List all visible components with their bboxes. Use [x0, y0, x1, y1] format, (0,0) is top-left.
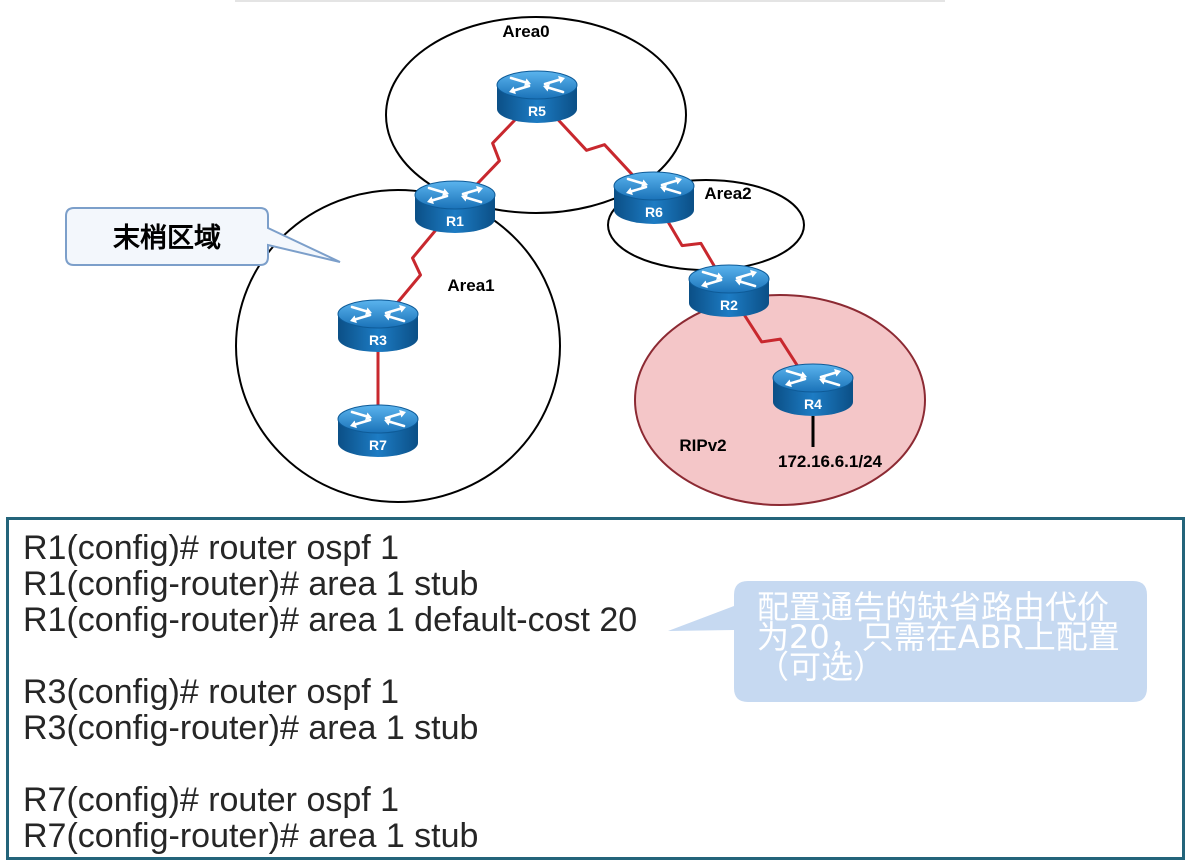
router-r5[interactable]: R5 [495, 69, 579, 125]
router-label: R5 [528, 103, 546, 119]
callout-bubble [65, 207, 341, 266]
config-line: R1(config-router)# area 1 default-cost 2… [23, 601, 638, 639]
router-r6[interactable]: R6 [612, 170, 696, 226]
config-line: R7(config)# router ospf 1 [23, 781, 400, 819]
config-line: R3(config)# router ospf 1 [23, 673, 400, 711]
config-line: R1(config)# router ospf 1 [23, 529, 400, 567]
serial-link-r1-r3 [376, 206, 457, 327]
router-r2[interactable]: R2 [687, 263, 771, 319]
router-label: R2 [720, 297, 738, 313]
stub-area-callout: 末梢区域 [65, 207, 341, 266]
router-label: R7 [369, 437, 387, 453]
config-block-r3: R3(config)# router ospf 1 R3(config-rout… [23, 674, 1182, 746]
router-r7[interactable]: R7 [336, 403, 420, 459]
router-label: R1 [446, 213, 464, 229]
note-callout-bubble [668, 581, 1147, 702]
serial-link-r2-r4 [727, 290, 815, 391]
config-line: R7(config-router)# area 1 stub [23, 817, 479, 855]
note-callout-text: 配置通告的缺省路由代价 为20，只需在ABR上配置 （可选） [757, 588, 1142, 686]
router-label: R4 [804, 396, 822, 412]
config-block-r7: R7(config)# router ospf 1 R7(config-rout… [23, 782, 1182, 854]
top-rule [235, 0, 945, 2]
router-r4[interactable]: R4 [771, 362, 855, 418]
config-code-block: R1(config)# router ospf 1 R1(config-rout… [6, 517, 1185, 860]
router-r3[interactable]: R3 [336, 298, 420, 354]
note-line: 配置通告的缺省路由代价 [757, 588, 1110, 626]
note-line: 为20，只需在ABR上配置 [757, 618, 1120, 656]
serial-link-r5-r6 [535, 95, 656, 200]
config-line: R1(config-router)# area 1 stub [23, 565, 479, 603]
note-line: （可选） [757, 648, 886, 686]
area0-boundary [385, 16, 687, 214]
area1-label: Area1 [447, 276, 494, 295]
router-label: R3 [369, 332, 387, 348]
area2-label: Area2 [704, 184, 751, 203]
stub-callout-text: 末梢区域 [113, 223, 221, 254]
config-line: R3(config-router)# area 1 stub [23, 709, 479, 747]
router-label: R6 [645, 204, 663, 220]
ospf-topology-diagram: R5 R1 R6 R3 R7 R2 R4 Area0 Area2 Area1 R… [65, 0, 945, 506]
note-bubble-shape [668, 581, 1147, 702]
rip-label: RIPv2 [679, 436, 726, 455]
area0-label: Area0 [502, 22, 549, 41]
r4-network-label: 172.16.6.1/24 [778, 452, 883, 471]
config-block-r1: R1(config)# router ospf 1 R1(config-rout… [23, 530, 1182, 638]
router-r1[interactable]: R1 [413, 179, 497, 235]
area1-boundary [235, 189, 561, 503]
